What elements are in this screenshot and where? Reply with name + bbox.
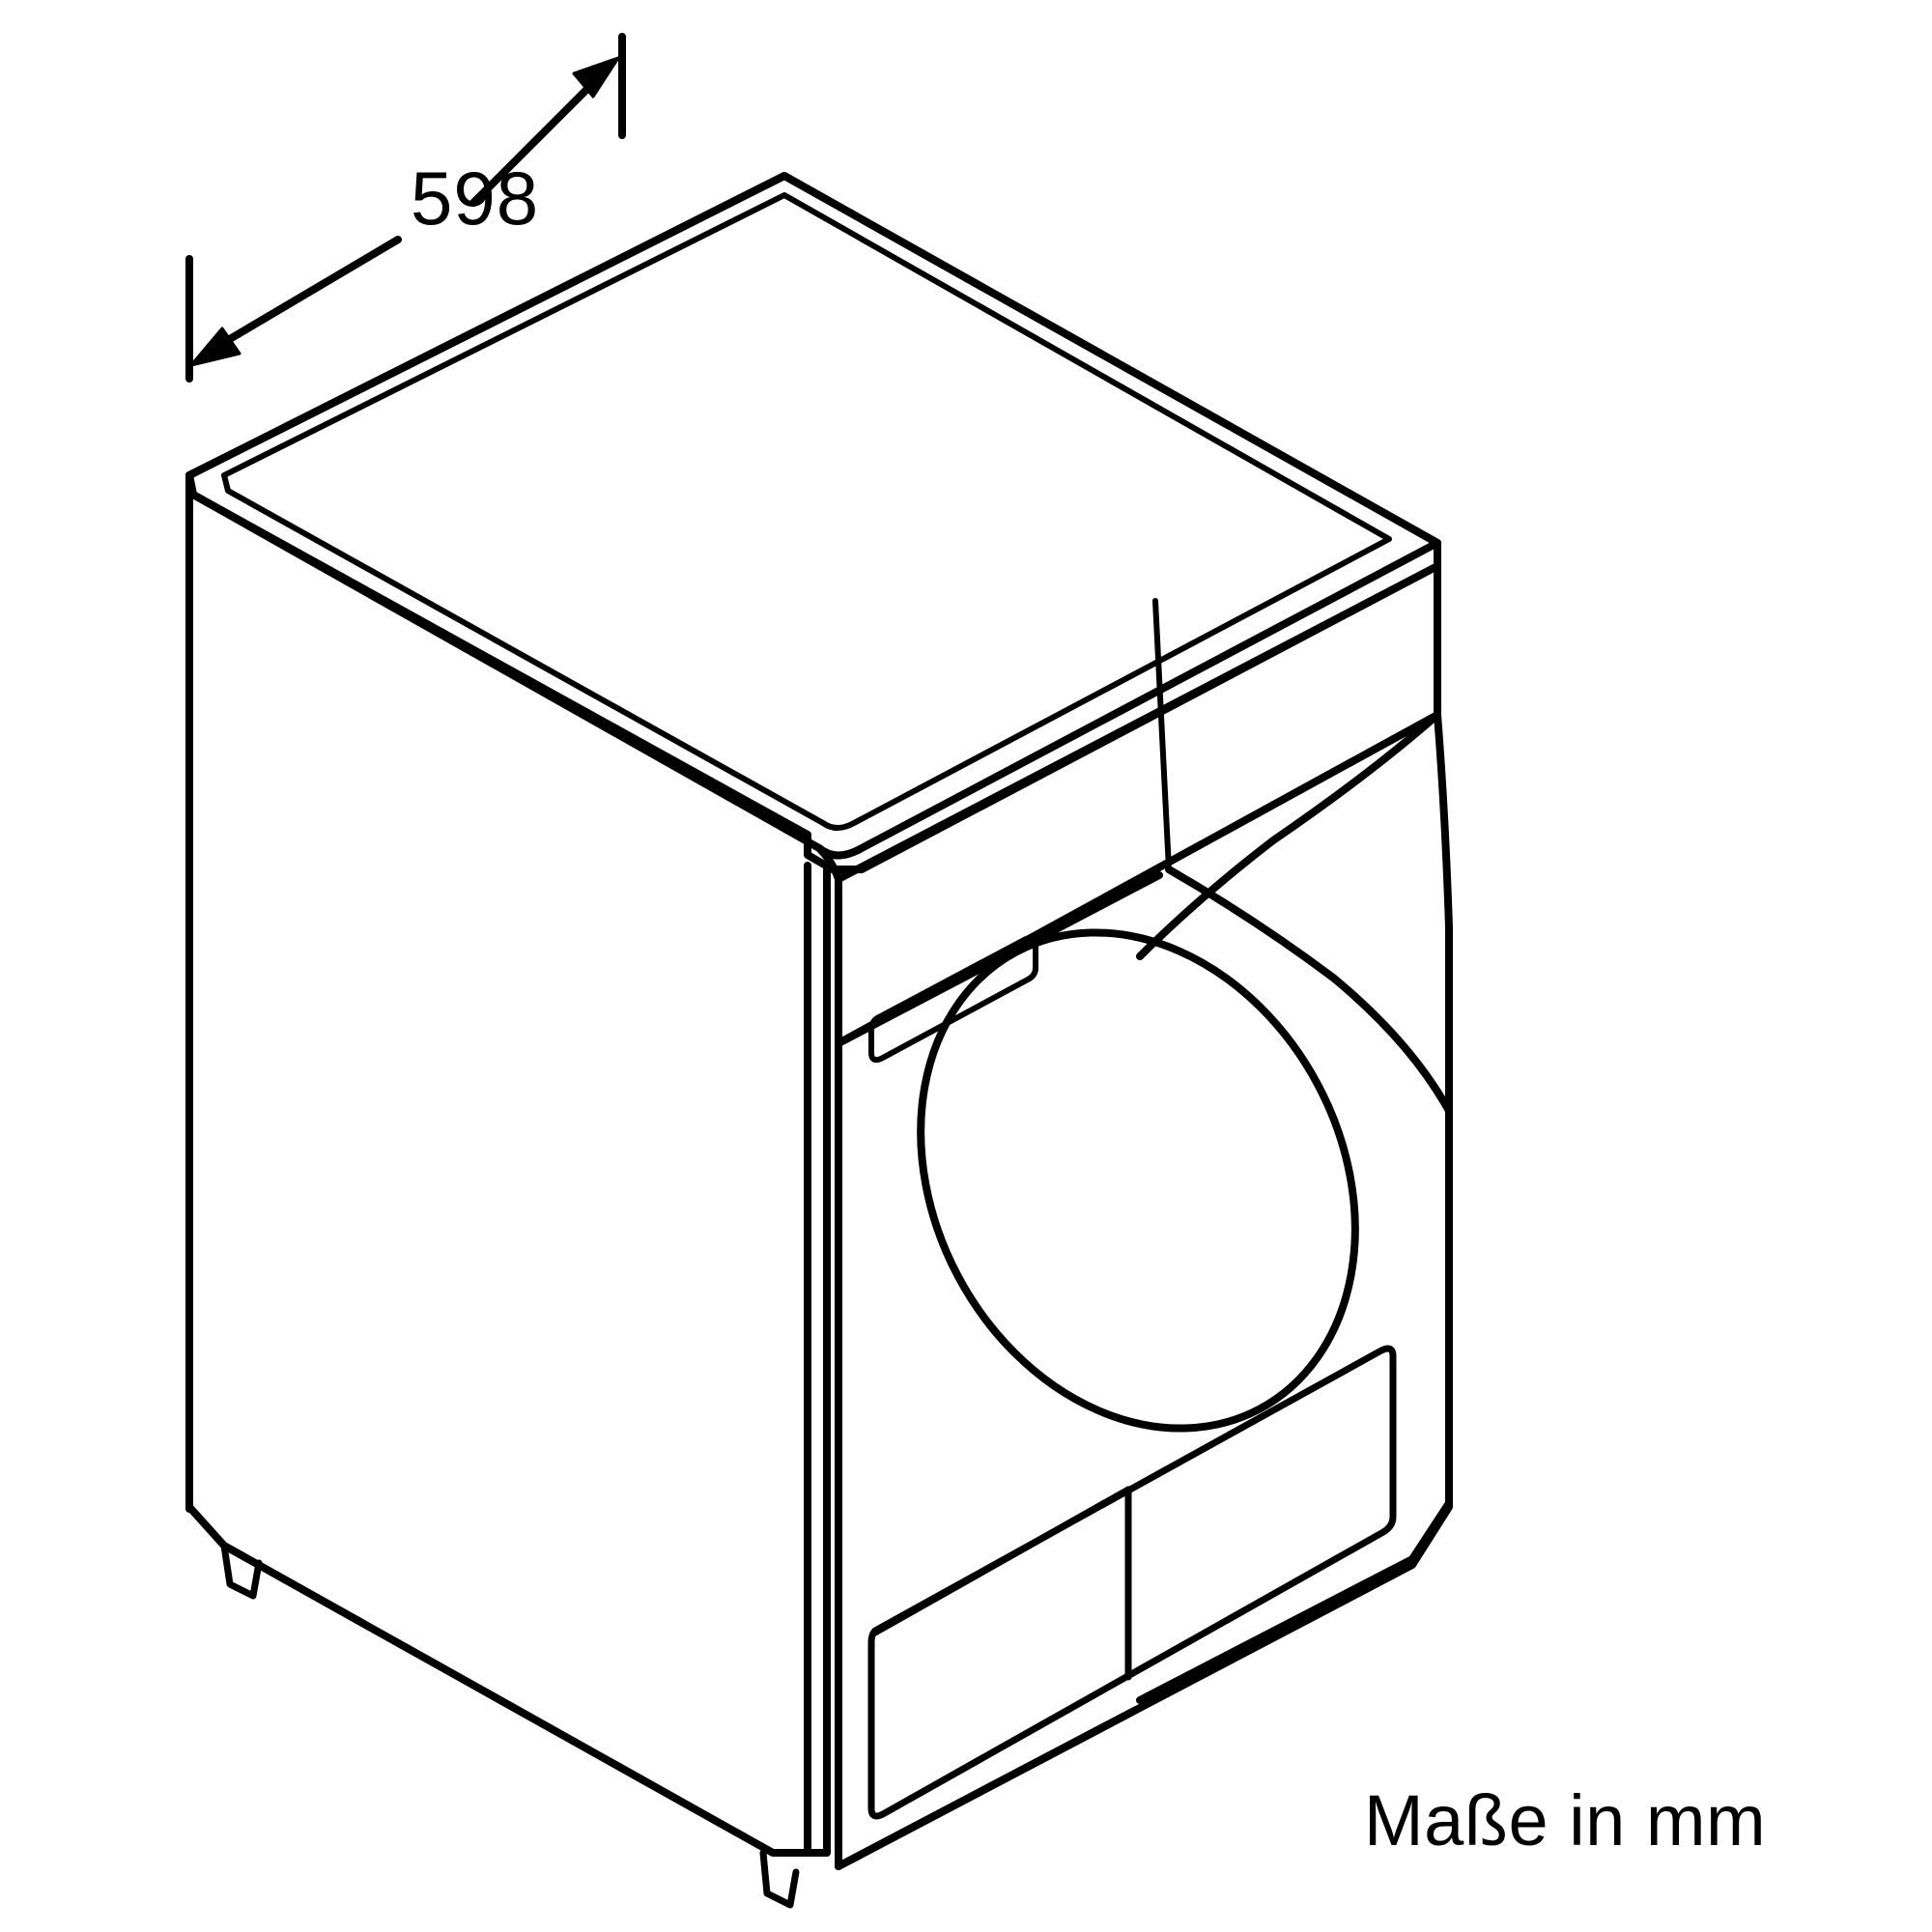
foot-front-left: [759, 1849, 800, 1909]
lower-drawer-left-top: [871, 1486, 1132, 1636]
dimension-line-upper-right: [469, 75, 601, 207]
dimension-598-group: [185, 33, 626, 383]
door-opening: [917, 928, 1359, 1433]
dimension-label-598: 598: [411, 156, 540, 241]
control-panel-face: [815, 562, 1441, 1047]
front-face-right-edge: [1136, 562, 1453, 1704]
front-face-outline: [1136, 711, 1441, 960]
left-side-panel: [185, 471, 831, 1857]
lower-drawer-panel: [867, 1345, 1397, 1820]
dimension-arrowhead-upper-right: [572, 56, 620, 99]
front-panel-plane: [835, 1039, 1453, 1870]
top-panel-inset: [221, 192, 1392, 831]
dimension-line-lower-left: [214, 236, 402, 350]
control-panel-top-edge: [835, 562, 1441, 883]
top-panel-plane: [185, 172, 1441, 860]
front-shoulder-curve: [1165, 866, 1453, 1115]
top-panel-outer: [185, 172, 1441, 873]
dimension-arrowhead-lower-left: [189, 327, 242, 367]
units-caption: Maße in mm: [1364, 1780, 1767, 1861]
appliance-body-group: [185, 172, 1453, 1909]
front-panel-bottom-edge: [835, 1706, 1140, 1870]
fascia-divider-line: [1152, 598, 1172, 872]
foot-rear-left: [220, 1542, 263, 1600]
